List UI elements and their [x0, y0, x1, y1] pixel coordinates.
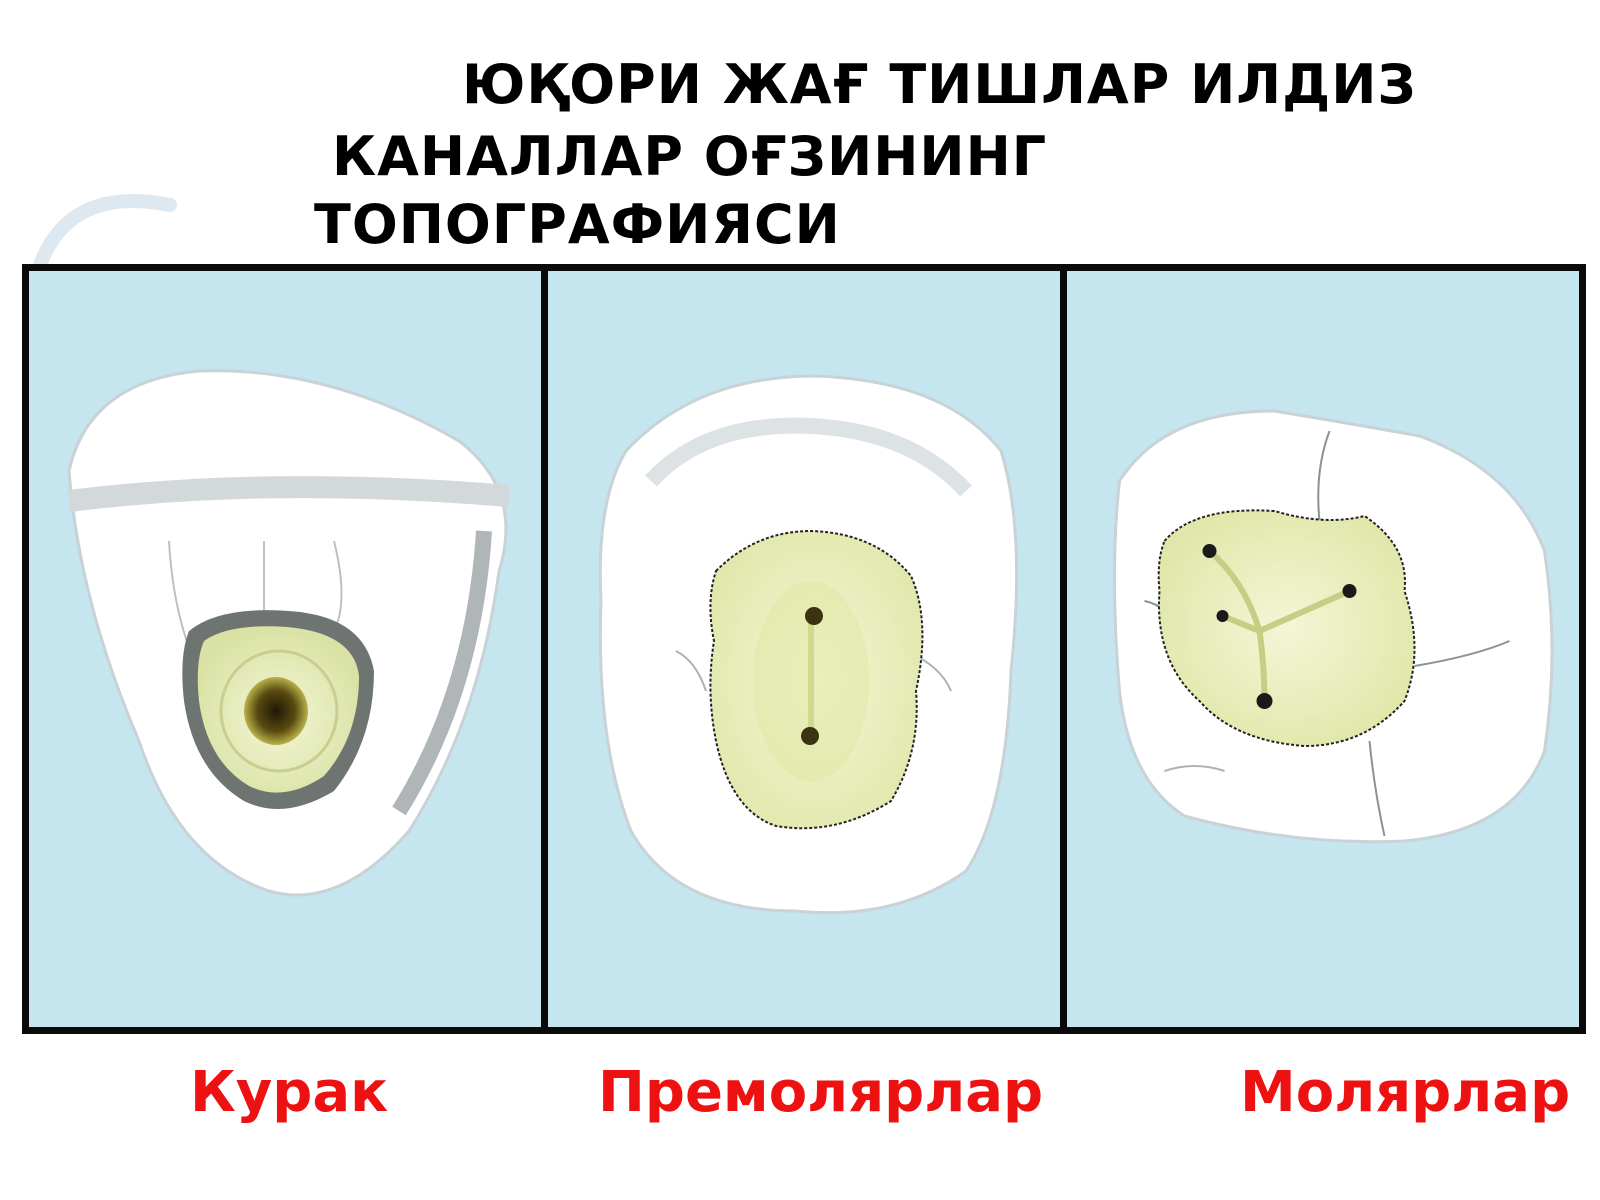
- caption-premolars: Премолярлар: [598, 1060, 1044, 1125]
- title-line-1: ЮҚОРИ ЖАҒ ТИШЛАР ИЛДИЗ: [462, 53, 1417, 116]
- molar-canal-orifice-distobuccal: [1342, 584, 1357, 598]
- molar-pulp-outline: [1157, 509, 1416, 748]
- caption-molars: Молярлар: [1240, 1060, 1571, 1125]
- premolar-panel: [548, 271, 1060, 1027]
- caption-incisor: Курак: [190, 1060, 389, 1125]
- premolar-canal-orifice-buccal: [805, 607, 823, 625]
- title-line-2: КАНАЛЛАР ОҒЗИНИНГ: [332, 125, 1048, 188]
- premolar-illustration: [598, 374, 1019, 915]
- teeth-panels: [22, 264, 1586, 1034]
- molar-canal-orifice-palatal: [1256, 693, 1273, 709]
- title-line-3: ТОПОГРАФИЯСИ: [314, 193, 841, 256]
- premolar-canal-orifice-palatal: [801, 727, 819, 745]
- incisor-illustration: [67, 369, 510, 897]
- molar-canal-orifice-mesiobuccal: [1202, 544, 1217, 558]
- molar-illustration: [1113, 409, 1554, 844]
- decorative-arc: [33, 194, 177, 272]
- incisor-canal-orifice: [244, 677, 308, 745]
- molar-canal-orifice-second-mesiobuccal: [1216, 610, 1229, 622]
- molar-panel: [1067, 271, 1579, 1027]
- incisor-panel: [29, 271, 541, 1027]
